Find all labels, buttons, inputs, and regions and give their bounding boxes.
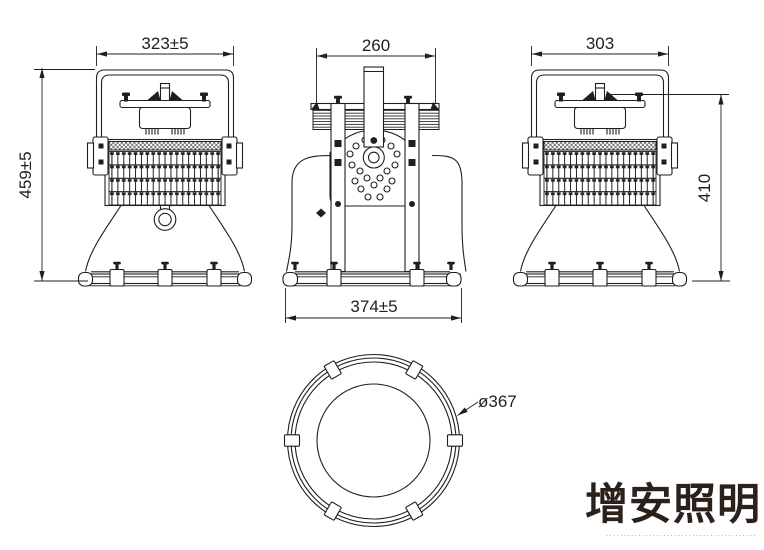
dimension-side-width: 260 — [316, 36, 436, 103]
rim-pins — [291, 261, 455, 270]
dimension-rim-width: 374±5 — [285, 288, 462, 323]
dimension-label-shade-diameter: ø367 — [478, 392, 517, 411]
dimension-overall-height: 459±5 — [16, 68, 95, 282]
dimension-right-width: 303 — [531, 34, 669, 66]
dimension-label-right-width: 303 — [586, 34, 614, 53]
front-view-right — [512, 69, 688, 287]
dimension-label-overall-height: 459±5 — [16, 151, 35, 198]
dimension-label-side-width: 260 — [362, 36, 390, 55]
dimension-label-rim-width: 374±5 — [350, 297, 397, 316]
bottom-view — [283, 353, 464, 528]
dimension-label-front-width: 323±5 — [141, 34, 188, 53]
plate-holes — [346, 136, 401, 201]
watermark-subtext: ········································… — [606, 533, 758, 539]
cable-gland-knob — [153, 204, 177, 231]
latch-clip — [316, 208, 326, 218]
dimension-front-width: 323±5 — [96, 34, 234, 66]
side-view — [282, 66, 467, 287]
rim-clips — [283, 360, 464, 521]
front-view — [77, 69, 253, 287]
dimension-label-right-height: 410 — [695, 174, 714, 202]
watermark-logo: 增安照明 — [585, 480, 761, 530]
dimension-shade-diameter: ø367 — [457, 392, 517, 416]
dimension-right-height: 410 — [606, 94, 730, 282]
